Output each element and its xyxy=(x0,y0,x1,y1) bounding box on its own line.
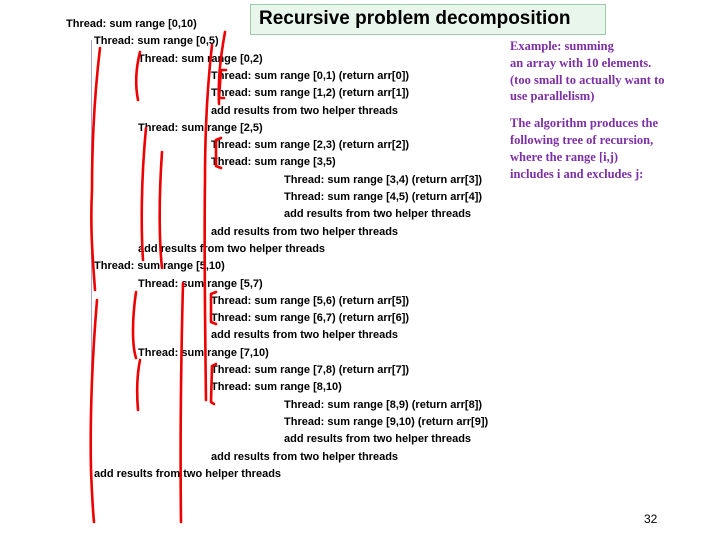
annotation-stroke-level1-mid xyxy=(140,126,148,262)
tree-line: Thread: sum range [5,7) xyxy=(138,277,263,290)
annotation-stroke-level3-long xyxy=(203,43,214,402)
tree-line: add results from two helper threads xyxy=(211,329,399,342)
tree-line: Thread: sum range [0,2) xyxy=(138,52,263,65)
tree-line: add results from two helper threads xyxy=(211,450,399,463)
tree-line: Thread: sum range [7,8) (return arr[7]) xyxy=(211,364,410,376)
tree-line: Thread: sum range [9,10) (return arr[9]) xyxy=(284,415,489,428)
tree-line: Thread: sum range [6,7) (return arr[6]) xyxy=(211,312,410,325)
annotation-stroke-level1-lowest xyxy=(135,358,142,412)
slide-title: Recursive problem decomposition xyxy=(259,8,571,29)
annotation-stroke-level2-mid xyxy=(158,150,164,270)
tree-line: Thread: sum range [8,10) xyxy=(211,381,342,394)
page-number: 32 xyxy=(644,512,658,526)
annotation-stroke-level1-bottom xyxy=(131,290,138,360)
tree-line: add results from two helper threads xyxy=(94,467,282,480)
annotation-bracket-0-2 xyxy=(217,68,228,100)
tree-line: Thread: sum range [2,5) xyxy=(138,121,263,134)
tree-line: Thread: sum range [3,5) xyxy=(211,156,336,169)
tree-line: Thread: sum range [8,9) (return arr[8]) xyxy=(284,398,483,411)
tree-line: add results from two helper threads xyxy=(284,208,472,221)
tree-line: Thread: sum range [0,1) (return arr[0]) xyxy=(211,69,410,82)
annotation-bracket-5-7 xyxy=(209,290,218,326)
tree-line: Thread: sum range [5,6) (return arr[5]) xyxy=(211,294,410,307)
tree-line: Thread: sum range [0,10) xyxy=(66,18,197,30)
tree-line: Thread: sum range [7,10) xyxy=(138,346,269,359)
tree-line: Thread: sum range [1,2) (return arr[1]) xyxy=(211,87,410,100)
annotation-stroke-long-left xyxy=(90,46,102,292)
annotation-bracket-2-5 xyxy=(214,136,223,170)
annotation-bracket-7-10 xyxy=(209,362,218,406)
tree-line: add results from two helper threads xyxy=(211,225,399,238)
tree-line: Thread: sum range [4,5) (return arr[4]) xyxy=(284,191,483,203)
tree-line: add results from two helper threads xyxy=(211,104,399,117)
note-example: Example: summing an array with 10 elemen… xyxy=(510,39,665,104)
tree-line: Thread: sum range [5,10) xyxy=(94,260,225,273)
annotation-stroke-level1-top xyxy=(134,50,142,102)
annotation-stroke-left-lower xyxy=(89,298,99,524)
tree-line: add results from two helper threads xyxy=(284,433,472,446)
tree-line: add results from two helper threads xyxy=(138,242,326,255)
tree-line: Thread: sum range [0,5) xyxy=(94,35,219,48)
title-box: Recursive problem decomposition xyxy=(250,4,606,35)
tree-line: Thread: sum range [2,3) (return arr[2]) xyxy=(211,139,410,152)
guide-line xyxy=(91,40,92,500)
side-notes: Example: summing an array with 10 elemen… xyxy=(510,38,710,192)
note-algorithm: The algorithm produces the following tre… xyxy=(510,116,659,181)
annotation-stroke-level2-right xyxy=(179,281,185,524)
tree-line: Thread: sum range [3,4) (return arr[3]) xyxy=(284,173,483,186)
